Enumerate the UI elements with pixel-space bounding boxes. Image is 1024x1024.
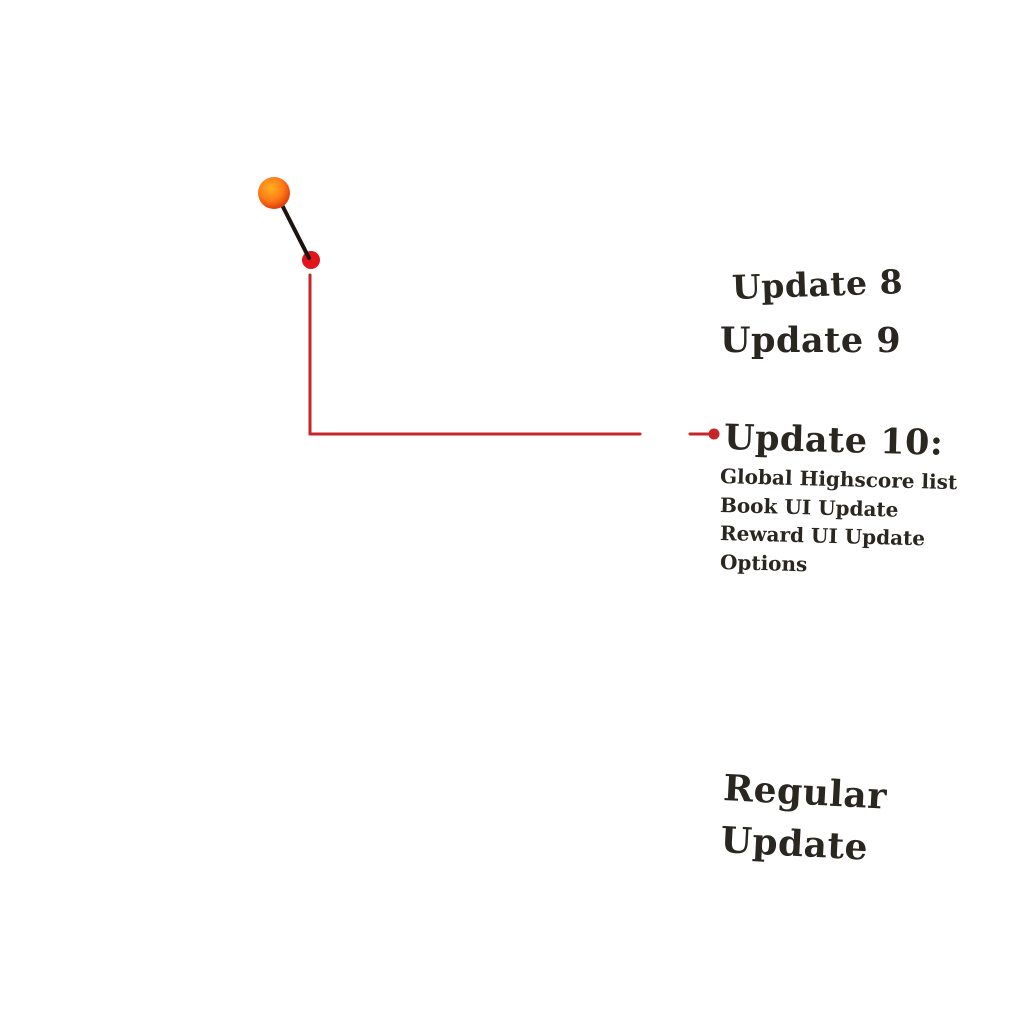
update-10-feature-list: Global Highscore list Book UI Update Rew… bbox=[720, 462, 958, 576]
regular-update-line-2: Update bbox=[719, 818, 870, 869]
update-10-title[interactable]: Update 10: bbox=[723, 417, 944, 464]
feature-item-options: Options bbox=[719, 549, 808, 576]
update-8-label[interactable]: Update 8 bbox=[731, 262, 904, 307]
regular-update-line-1: Regular bbox=[722, 767, 888, 818]
update-9-label[interactable]: Update 9 bbox=[720, 320, 902, 361]
map-pin-icon[interactable] bbox=[258, 177, 290, 209]
regular-update-label[interactable]: Regular Update bbox=[719, 762, 888, 874]
pin-stick bbox=[279, 201, 311, 260]
current-node-dot bbox=[708, 428, 720, 440]
